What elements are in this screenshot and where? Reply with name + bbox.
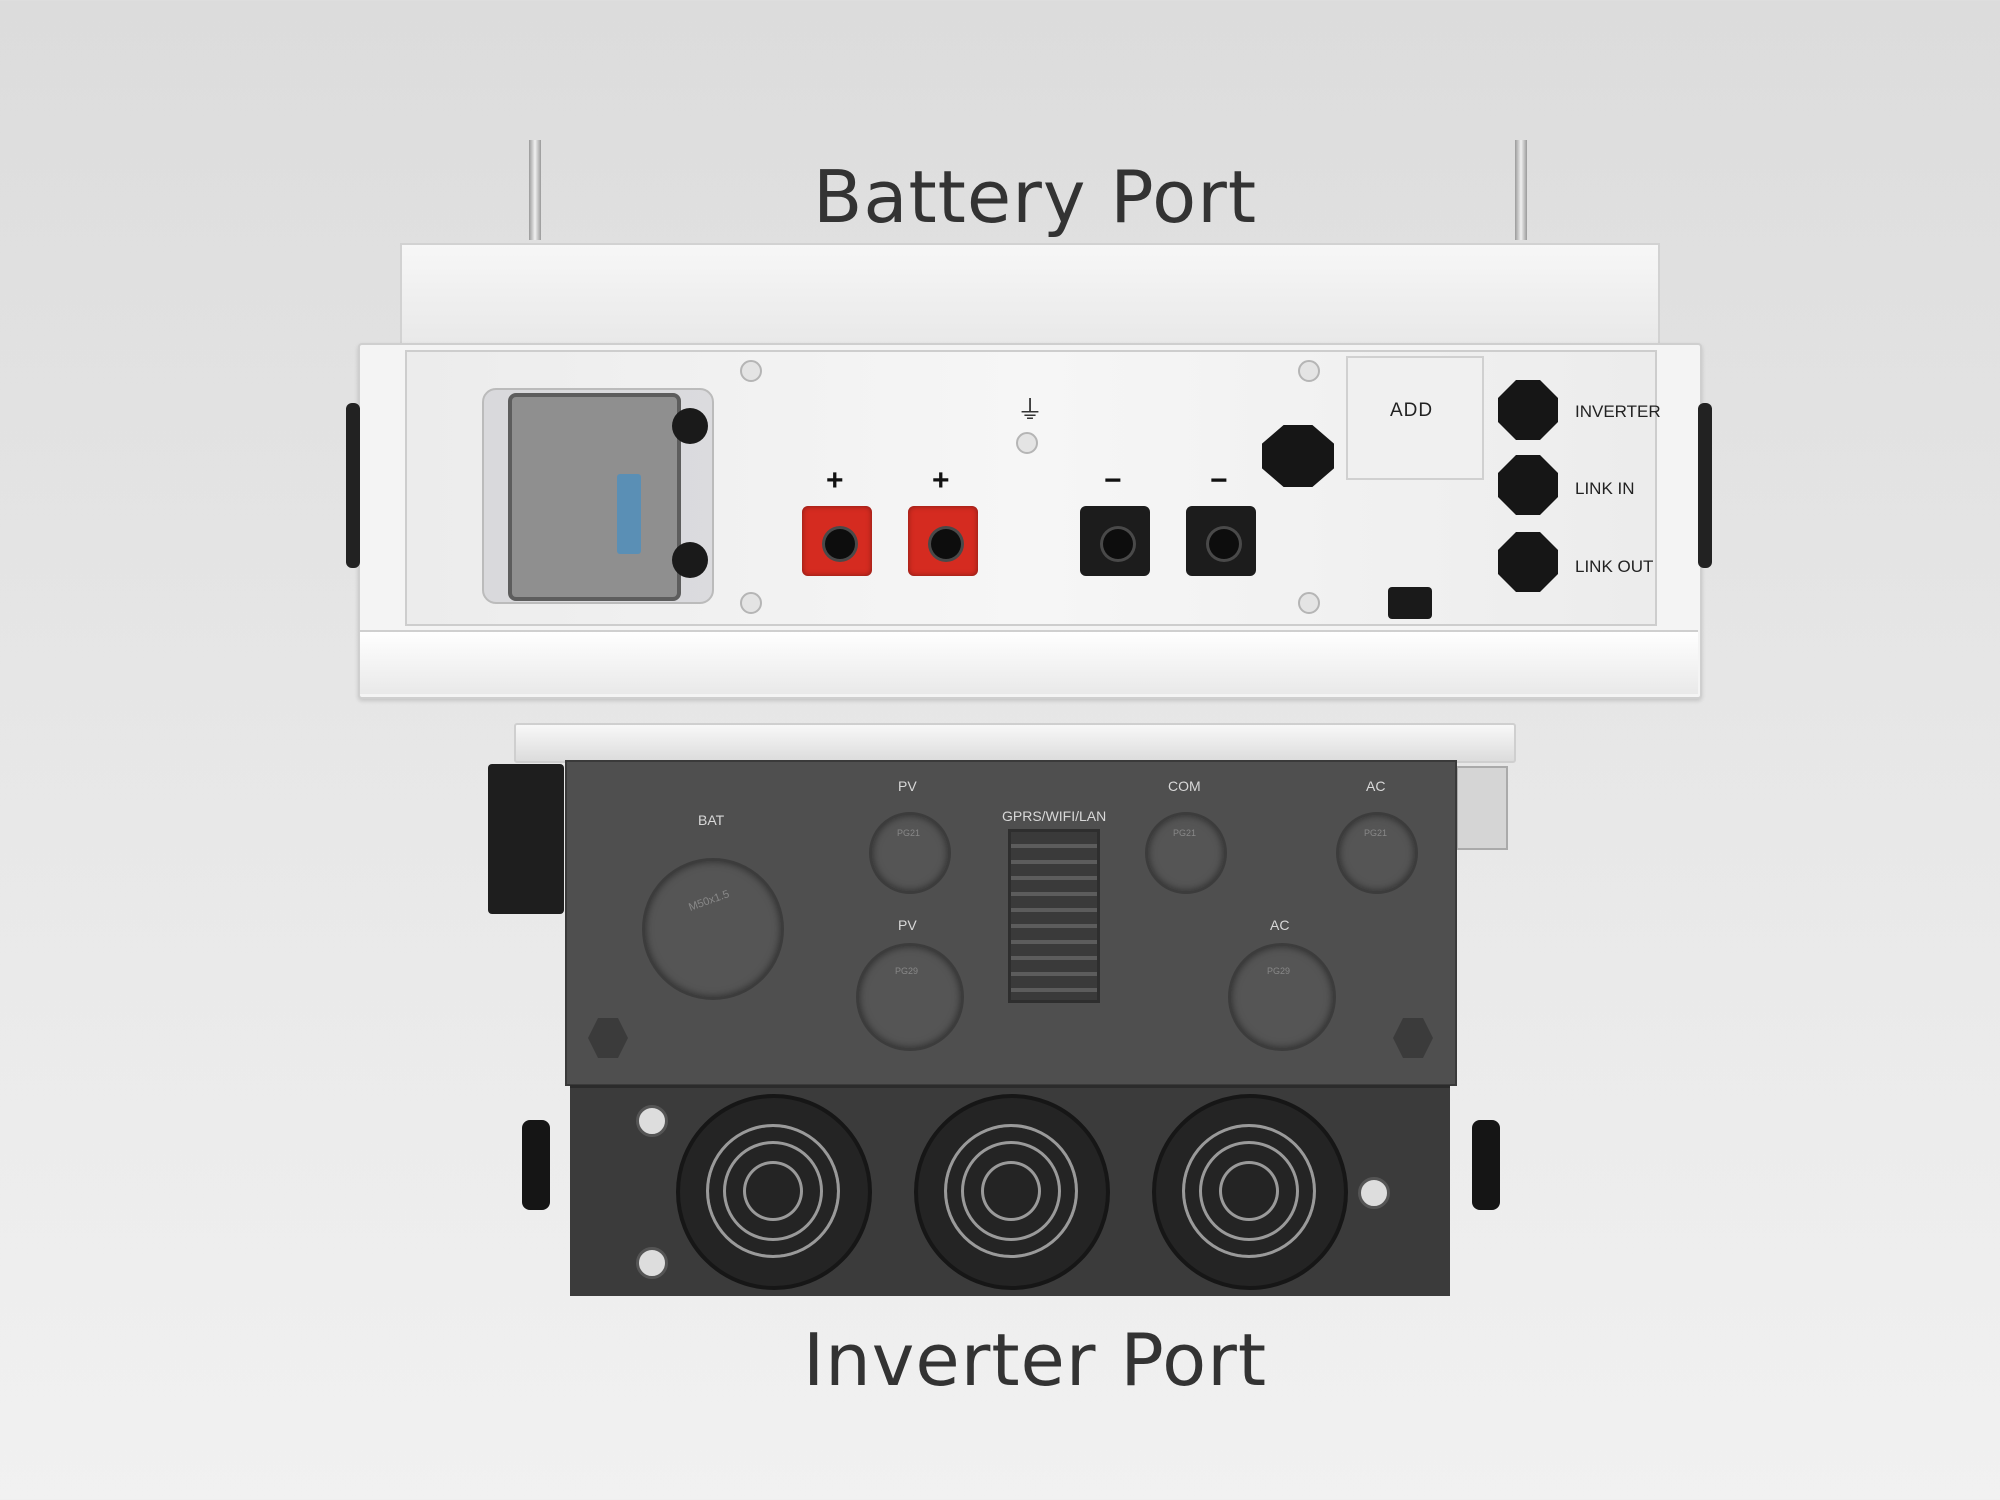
pv-cable-gland[interactable] <box>856 943 964 1051</box>
panel-screw <box>740 360 762 382</box>
negative-sign: − <box>1104 464 1122 497</box>
pv-label: PV <box>898 917 917 933</box>
battery-bottom-rail <box>360 630 1698 694</box>
chassis-screw <box>636 1247 668 1279</box>
gland-code: PG21 <box>1364 828 1388 838</box>
ac-label: AC <box>1366 778 1386 794</box>
inverter-port-title: Inverter Port <box>802 1318 1268 1402</box>
link-in-port-label: LINK IN <box>1575 479 1635 498</box>
vent-cap <box>1262 425 1334 487</box>
hex-bolt <box>588 1018 628 1058</box>
chassis-screw <box>1358 1177 1390 1209</box>
com-label: COM <box>1168 778 1201 794</box>
pv-label: PV <box>898 778 917 794</box>
fan-grill <box>944 1124 1078 1258</box>
ground-icon: ⏚ <box>1017 395 1044 425</box>
chassis-screw <box>636 1105 668 1137</box>
link-in-connector[interactable] <box>1498 455 1558 515</box>
com-cable-gland[interactable] <box>1145 812 1227 894</box>
panel-screw <box>740 592 762 614</box>
ac-cable-gland[interactable] <box>1228 943 1336 1051</box>
battery-port-title: Battery Port <box>812 155 1258 239</box>
comms-port-grille[interactable] <box>1008 829 1100 1003</box>
bat-label: BAT <box>698 812 725 828</box>
handle-left[interactable] <box>522 1120 550 1210</box>
comms-label: GPRS/WIFI/LAN <box>1002 808 1107 824</box>
inverter-bracket-left <box>488 764 564 914</box>
positive-terminal[interactable] <box>802 506 872 576</box>
fan-grill <box>706 1124 840 1258</box>
battery-side-bracket-left <box>346 403 360 568</box>
inverter-port-label: INVERTER <box>1575 402 1661 421</box>
positive-sign: + <box>826 464 844 497</box>
fan-grill <box>1182 1124 1316 1258</box>
positive-terminal[interactable] <box>908 506 978 576</box>
battery-top-cover <box>400 243 1660 349</box>
ac-cable-gland[interactable] <box>1336 812 1418 894</box>
breaker-switch[interactable] <box>617 474 641 554</box>
inverter-top-cover <box>514 723 1516 763</box>
mounting-pin-right <box>1515 140 1527 240</box>
pv-cable-gland[interactable] <box>869 812 951 894</box>
inverter-connector[interactable] <box>1498 380 1558 440</box>
service-port[interactable] <box>1388 587 1432 619</box>
address-plate <box>1346 356 1484 480</box>
breaker-knob-top <box>672 408 708 444</box>
add-label: ADD <box>1390 400 1434 421</box>
handle-right[interactable] <box>1472 1120 1500 1210</box>
panel-screw <box>1298 360 1320 382</box>
mounting-pin-left <box>529 140 541 240</box>
breaker-knob-bottom <box>672 542 708 578</box>
link-out-port-label: LINK OUT <box>1575 557 1654 576</box>
panel-screw <box>1298 592 1320 614</box>
gland-code: PG29 <box>895 966 919 976</box>
ac-label: AC <box>1270 917 1290 933</box>
gland-code: PG21 <box>897 828 921 838</box>
breaker-window <box>508 393 681 601</box>
negative-sign: − <box>1210 464 1228 497</box>
battery-side-bracket-right <box>1698 403 1712 568</box>
bat-cable-gland[interactable] <box>642 858 784 1000</box>
gland-code: PG29 <box>1267 966 1291 976</box>
gland-code: PG21 <box>1173 828 1197 838</box>
link-out-connector[interactable] <box>1498 532 1558 592</box>
positive-sign: + <box>932 464 950 497</box>
negative-terminal[interactable] <box>1186 506 1256 576</box>
ground-screw <box>1016 432 1038 454</box>
inverter-bracket-right <box>1456 766 1508 850</box>
negative-terminal[interactable] <box>1080 506 1150 576</box>
